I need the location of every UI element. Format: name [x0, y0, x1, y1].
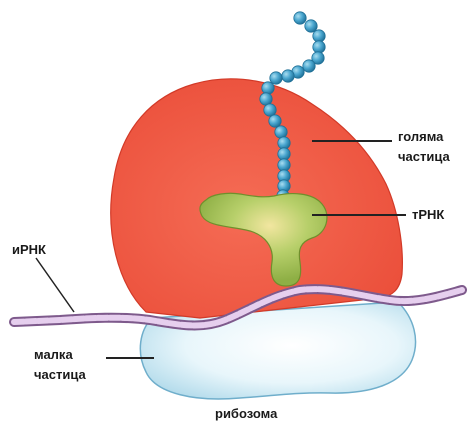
- peptide-bead: [260, 93, 272, 105]
- peptide-bead: [282, 70, 294, 82]
- small-subunit-label: малка частица: [34, 345, 86, 385]
- peptide-bead: [278, 137, 290, 149]
- mrna-label: иРНК: [12, 240, 46, 260]
- peptide-bead: [264, 104, 276, 116]
- peptide-bead: [269, 115, 281, 127]
- peptide-bead: [303, 60, 315, 72]
- peptide-bead: [305, 20, 317, 32]
- trna-label: тРНК: [412, 205, 444, 225]
- mrna-pointer: [36, 258, 74, 312]
- peptide-bead: [262, 82, 274, 94]
- peptide-bead: [270, 72, 282, 84]
- peptide-bead: [294, 12, 306, 24]
- peptide-bead: [313, 30, 325, 42]
- large-subunit-label: голяма частица: [398, 127, 450, 167]
- peptide-bead: [278, 148, 290, 160]
- peptide-bead: [275, 126, 287, 138]
- peptide-bead: [313, 41, 325, 53]
- peptide-bead: [278, 159, 290, 171]
- ribosome-label: рибозома: [215, 404, 277, 424]
